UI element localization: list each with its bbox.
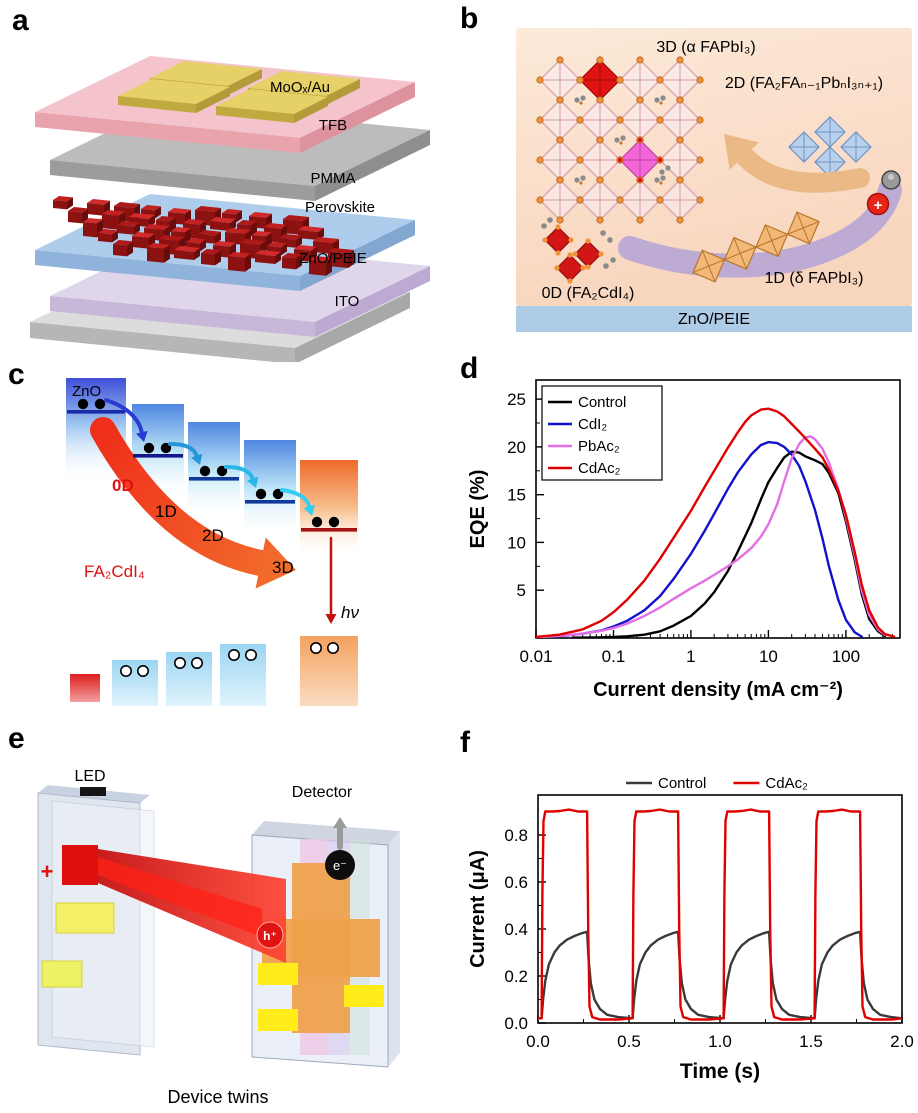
led-label: LED <box>74 768 105 785</box>
legend-item: CdAc₂ <box>765 775 808 792</box>
legend-item: Control <box>658 775 706 792</box>
panel-letter-b: b <box>460 2 479 35</box>
panel-letter-c: c <box>8 358 25 391</box>
y-tick-label: 0.2 <box>504 967 528 986</box>
y-tick-label: 5 <box>517 581 526 600</box>
y-tick-label: 0.0 <box>504 1014 528 1033</box>
anode-plus-label: + <box>41 859 54 884</box>
panel-a-device-structure: MoOₓ/Au TFB PMMA Perovskite ZnO/PEIE ITO <box>0 0 458 364</box>
zno-label: ZnO <box>72 383 101 400</box>
x-tick-label: 1.5 <box>799 1032 823 1051</box>
electron-label: e⁻ <box>333 858 347 873</box>
layer-label-moox-au: MoOₓ/Au <box>270 79 330 96</box>
substrate-label: ZnO/PEIE <box>678 311 750 328</box>
y-axis-title: Current (μA) <box>467 850 489 968</box>
label-2d-phase: 2D (FA₂FAₙ₋₁PbₙI₃ₙ₊₁) <box>725 75 883 92</box>
label-1d: 1D <box>155 502 177 521</box>
x-tick-label: 100 <box>832 647 860 666</box>
label-3d: 3D <box>272 558 294 577</box>
x-axis-title: Current density (mA cm⁻²) <box>593 679 843 701</box>
y-axis-title: EQE (%) <box>467 470 489 549</box>
x-tick-label: 0.1 <box>602 647 626 666</box>
x-tick-label: 1.0 <box>708 1032 732 1051</box>
series-control <box>538 930 902 1020</box>
layer-label-tfb: TFB <box>319 117 347 134</box>
panel-b-transformation-scheme: 3D (α FAPbI₃) 2D (FA₂FAₙ₋₁PbₙI₃ₙ₊₁) 1D (… <box>458 0 918 358</box>
y-tick-label: 0.4 <box>504 920 528 939</box>
hole-charge-label: + <box>874 197 883 214</box>
label-0d-phase: 0D (FA₂CdI₄) <box>542 285 635 302</box>
panel-letter-f: f <box>460 726 470 759</box>
series-cdac <box>536 407 896 638</box>
device-stack <box>30 56 430 364</box>
panel-c-energy-diagram: ZnO 0D 1D 2D 3D FA₂CdI₄ hν <box>0 358 458 723</box>
y-tick-label: 10 <box>507 533 526 552</box>
panel-e-device-twins: LED Detector Device twins e⁻ h⁺ + <box>0 723 458 1113</box>
y-tick-label: 0.6 <box>504 873 528 892</box>
x-tick-label: 0.0 <box>526 1032 550 1051</box>
series-cdi <box>536 440 863 638</box>
layer-label-ito: ITO <box>335 293 360 310</box>
detector-label: Detector <box>292 784 353 801</box>
x-tick-label: 0.01 <box>519 647 552 666</box>
x-tick-label: 2.0 <box>890 1032 914 1051</box>
panel-f-pulse-chart: 0.0 0.5 1.0 1.5 2.0 0.0 0.2 0.4 0.6 0.8 Control CdA… <box>458 723 918 1113</box>
y-tick-label: 15 <box>507 486 526 505</box>
panel-letter-e: e <box>8 722 25 755</box>
x-tick-label: 0.5 <box>617 1032 641 1051</box>
panel-e-illustration: LED Detector Device twins e⁻ h⁺ + <box>37 768 400 1107</box>
compound-label: FA₂CdI₄ <box>84 562 145 581</box>
hole-label: h⁺ <box>263 929 277 943</box>
legend-item: Control <box>578 394 626 411</box>
pulse-chart: 0.0 0.5 1.0 1.5 2.0 0.0 0.2 0.4 0.6 0.8 Control CdA… <box>467 775 914 1083</box>
layer-label-zno-peie: ZnO/PEIE <box>299 250 367 267</box>
x-tick-label: 1 <box>686 647 695 666</box>
panel-b-illustration: 3D (α FAPbI₃) 2D (FA₂FAₙ₋₁PbₙI₃ₙ₊₁) 1D (… <box>516 28 912 332</box>
device-twins-graphics <box>37 785 400 1068</box>
panel-letter-d: d <box>460 352 479 385</box>
legend-item: CdI₂ <box>578 416 607 433</box>
pulse-plot-area: 0.0 0.5 1.0 1.5 2.0 0.0 0.2 0.4 0.6 0.8 Control CdA… <box>504 775 913 1051</box>
label-1d-phase: 1D (δ FAPbI₃) <box>765 270 864 287</box>
y-tick-label: 0.8 <box>504 826 528 845</box>
legend-item: CdAc₂ <box>578 460 621 477</box>
plot-frame <box>535 379 901 639</box>
label-2d: 2D <box>202 526 224 545</box>
photon-emission-label: hν <box>341 603 359 622</box>
energy-levels-graphics <box>66 378 358 706</box>
panel-c-illustration: ZnO 0D 1D 2D 3D FA₂CdI₄ hν <box>66 378 359 706</box>
layer-label-perovskite: Perovskite <box>305 199 375 216</box>
series-cdac <box>538 808 902 1021</box>
panel-letter-a: a <box>12 4 29 37</box>
label-0d: 0D <box>112 476 134 495</box>
transformation-graphics <box>516 28 912 332</box>
legend-item: PbAc₂ <box>578 438 620 455</box>
y-tick-label: 20 <box>507 438 526 457</box>
caption-device-twins: Device twins <box>167 1087 268 1107</box>
label-3d-phase: 3D (α FAPbI₃) <box>656 39 755 56</box>
x-axis-title: Time (s) <box>680 1060 760 1083</box>
x-tick-label: 10 <box>759 647 778 666</box>
panel-a-illustration: MoOₓ/Au TFB PMMA Perovskite ZnO/PEIE ITO <box>30 56 430 364</box>
y-tick-label: 25 <box>507 390 526 409</box>
layer-label-pmma: PMMA <box>311 170 356 187</box>
